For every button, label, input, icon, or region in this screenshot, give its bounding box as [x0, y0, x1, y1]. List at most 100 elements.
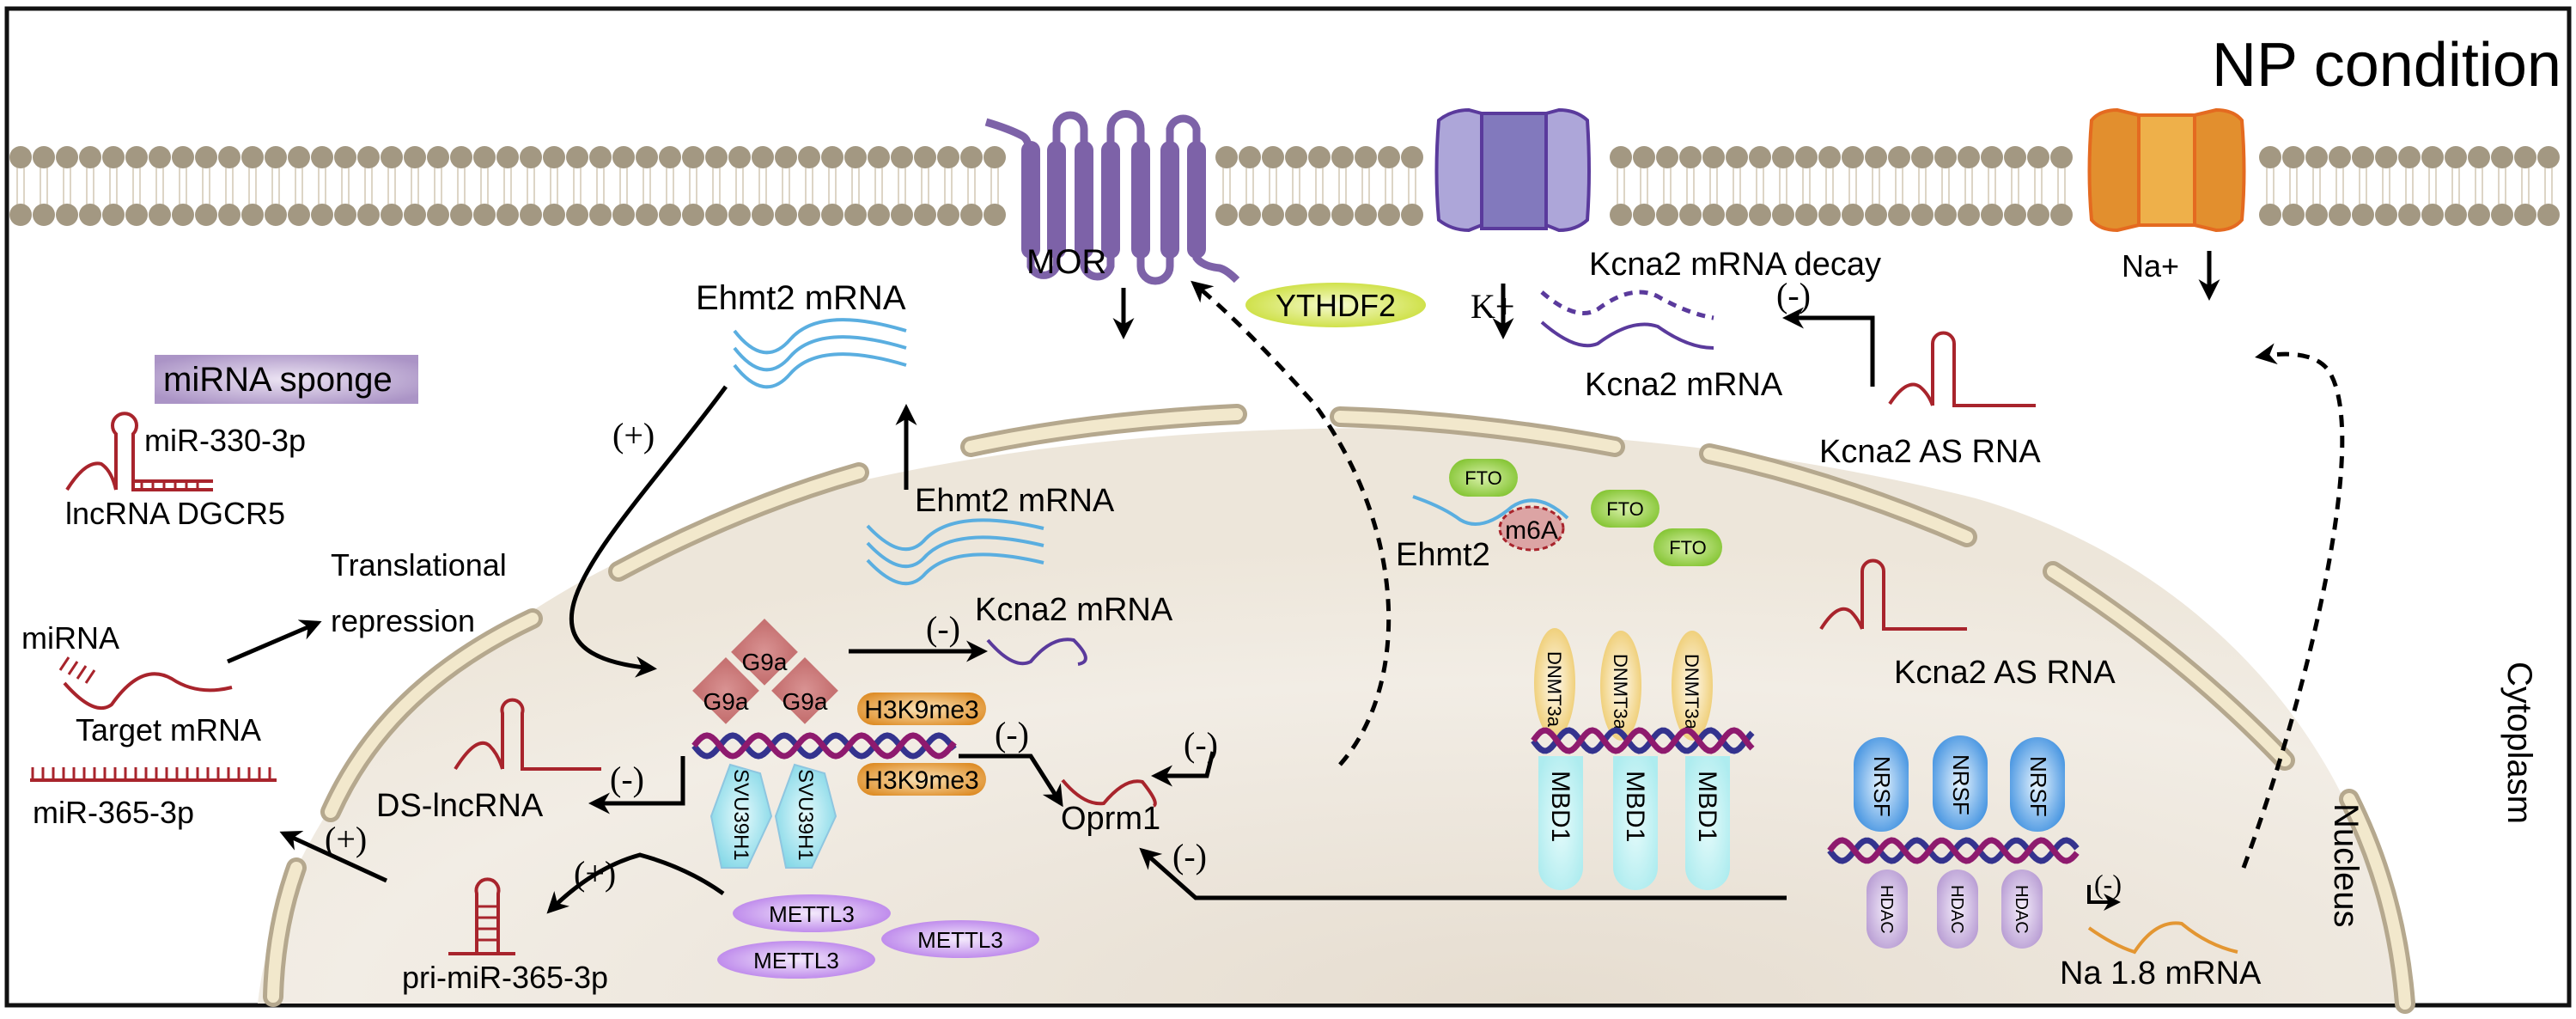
kcna2-nuclear-sign: (-): [926, 609, 960, 648]
lipid-head: [2537, 146, 2560, 168]
lipid-head: [102, 204, 125, 226]
na-channel[interactable]: [2087, 107, 2246, 233]
lipid-head: [2282, 204, 2305, 226]
lipid-head: [2329, 146, 2351, 168]
ds-lncrna-sign: (-): [610, 760, 644, 798]
hdac-label-1: HDAC: [1877, 885, 1896, 934]
lipid-head: [2004, 204, 2026, 226]
plasma-membrane: [9, 146, 2560, 226]
lipid-head: [566, 146, 588, 168]
nrsf-protein-3: [2010, 737, 2065, 832]
lipid-head: [752, 204, 774, 226]
lipid-head: [798, 204, 820, 226]
k-channel[interactable]: [1434, 107, 1591, 233]
h3k9me3-badge-1: [857, 693, 986, 725]
lipid-head: [1958, 204, 1980, 226]
repression-label: repression: [331, 603, 475, 638]
lipid-head: [404, 146, 426, 168]
lipid-head: [334, 204, 356, 226]
ehmt2-nuclear-label: Ehmt2: [1396, 537, 1490, 573]
lipid-head: [1888, 204, 1910, 226]
h3k9me3-label-2: H3K9me3: [864, 766, 978, 795]
lipid-head: [218, 146, 241, 168]
pri-mir365-sign: (+): [574, 854, 616, 893]
lipid-head: [2421, 204, 2444, 226]
lipid-head: [1865, 204, 1887, 226]
nrsf-label-3: NRSF: [2025, 756, 2051, 817]
lipid-head: [659, 204, 681, 226]
lipid-head: [705, 204, 728, 226]
mettl3-label-1: METTL3: [769, 901, 855, 927]
lipid-head: [1749, 204, 1771, 226]
lipid-head: [288, 204, 310, 226]
lipid-head: [1308, 204, 1331, 226]
lipid-head: [473, 204, 496, 226]
lipid-head: [1262, 146, 1284, 168]
mbd1-protein-2: [1613, 756, 1658, 890]
lipid-head: [775, 146, 797, 168]
ds-lncrna-hairpin: [454, 698, 601, 771]
lipid-head: [311, 146, 333, 168]
lipid-head: [2305, 204, 2328, 226]
lipid-head: [496, 204, 519, 226]
lipid-head: [1934, 146, 1957, 168]
lipid-head: [311, 204, 333, 226]
lipid-head: [821, 146, 843, 168]
fto-protein-2: [1591, 490, 1659, 528]
lipid-head: [195, 204, 217, 226]
lipid-head: [102, 146, 125, 168]
nucleus-label: Nucleus: [2327, 803, 2365, 928]
lipid-head: [79, 146, 101, 168]
lncrna-dgcr5-hairpin: [65, 412, 213, 491]
lipid-head: [984, 204, 1006, 226]
lipid-head: [288, 146, 310, 168]
kcna2-as-rna-top-hairpin: [1888, 331, 2036, 407]
mbd1-label-3: MBD1: [1693, 771, 1721, 842]
lipid-head: [589, 204, 612, 226]
dnmt3a-protein-2: [1600, 631, 1641, 741]
lipid-head: [172, 204, 194, 226]
ehmt2-mrna-nuclear-waves: [866, 518, 1044, 586]
dnmt3a-label-3: DNMT3a: [1681, 654, 1702, 730]
ehmt2-to-g9a-arrow: [569, 385, 728, 678]
lipid-head: [2491, 146, 2513, 168]
fto-protein-1: [1449, 459, 1518, 497]
lipid-head: [1331, 146, 1354, 168]
mbd1-label-1: MBD1: [1546, 771, 1574, 842]
mettl3-protein-1: [733, 894, 891, 932]
kcna2-decay-wave: [1540, 290, 1714, 320]
lipid-head: [937, 146, 959, 168]
lipid-head: [2445, 146, 2467, 168]
lipid-head: [381, 204, 403, 226]
lipid-head: [1378, 146, 1400, 168]
kcna2-mrna-nuclear-wave: [986, 638, 1087, 666]
lipid-head: [1958, 146, 1980, 168]
mbd1-oprm1-sign: (-): [1184, 725, 1218, 764]
lipid-head: [1215, 204, 1238, 226]
mbd1-protein-3: [1685, 756, 1730, 890]
na-ion-label: Na+: [2122, 248, 2179, 284]
lipid-head: [427, 146, 449, 168]
mbd1-to-oprm1-arrow: [1151, 751, 1215, 787]
hdac-protein-2: [1937, 870, 1978, 949]
g9a-label-2: G9a: [703, 688, 749, 715]
mor-receptor[interactable]: [984, 110, 1240, 285]
lipid-head: [868, 204, 890, 226]
lipid-head: [265, 204, 287, 226]
k-ion-label: K+: [1471, 287, 1514, 326]
lipid-head: [265, 146, 287, 168]
lipid-head: [937, 204, 959, 226]
lipid-head: [1355, 146, 1377, 168]
mor-label: MOR: [1026, 243, 1106, 281]
lipid-head: [844, 146, 867, 168]
kcna2-as-rna-nuclear-label: Kcna2 AS RNA: [1894, 655, 2116, 691]
dna-helix-dnmt3a: [1531, 727, 1755, 754]
lipid-head: [427, 204, 449, 226]
lipid-head: [1981, 204, 2003, 226]
lipid-head: [334, 146, 356, 168]
dna-helix-nrsf: [1827, 837, 2080, 864]
lipid-head: [125, 204, 148, 226]
ehmt2-m6a-wave: [1412, 495, 1569, 526]
lipid-head: [1285, 146, 1307, 168]
lipid-head: [1633, 204, 1655, 226]
